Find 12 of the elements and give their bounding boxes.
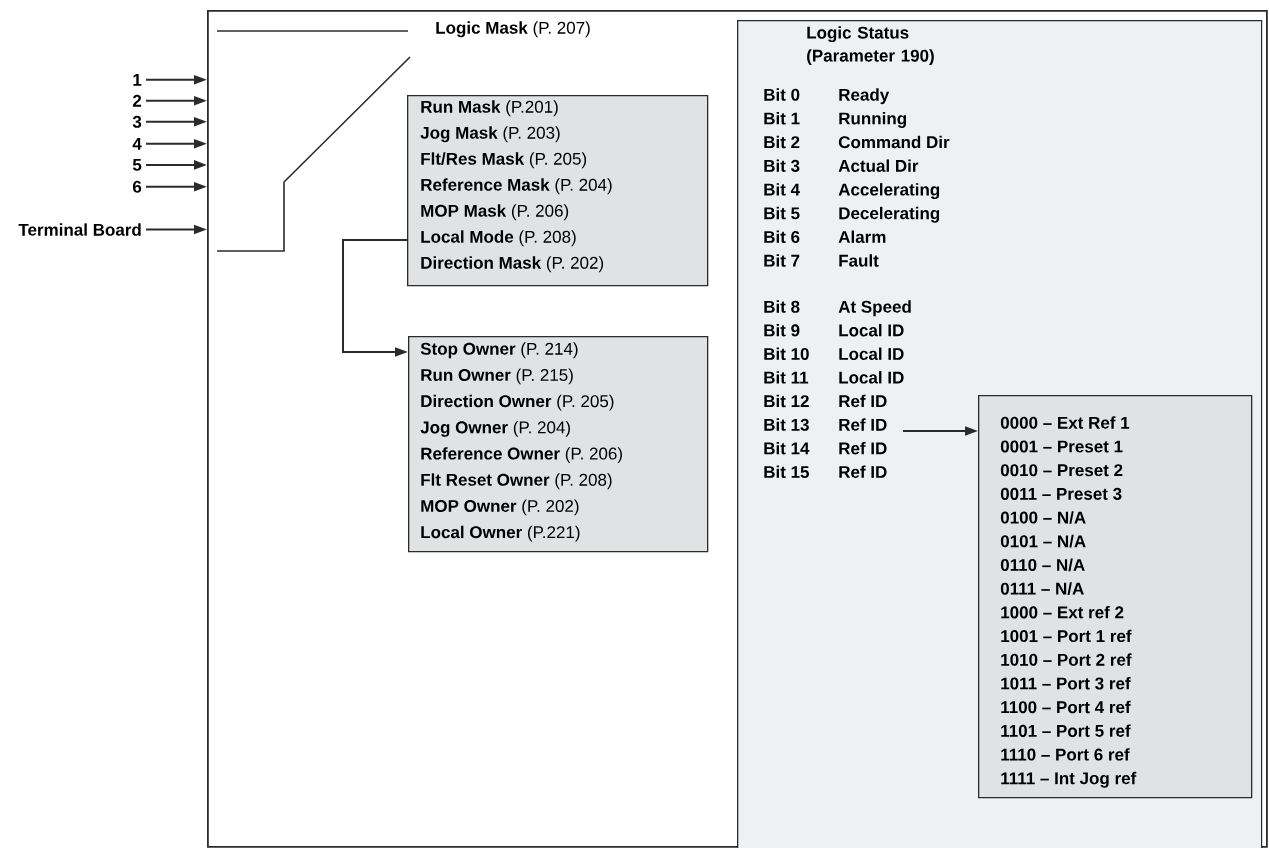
arrow (342, 239, 408, 357)
parameter-label: Logic Mask (P. 207) (436, 21, 590, 38)
code-list-box: 0000 – Ext Ref 1 0001 – Preset 1 0010 – Preset 2 0011 – Preset 3 0100 – N/A 0101 – N/A 0110 – N/A 0111 – N/A 1000 – Ext ref 2 1001 – Port 1 ref 1010 – Port 2 ref 1011 – Port 3 ref 1100 – Port 4 ref 1101 – Port 5 ref 1110 – Port 6 ref 1111 – Int Jog ref (978, 395, 1253, 799)
input-label: 6 (133, 180, 142, 193)
parameter-list-box: Run Mask (P.201) Jog Mask (P. 203) Flt/Res Mask (P. 205) Reference Mask (P. 204) MOP Mask (P. 206) Local Mode (P. 208) Direction Mask (P. 202) (407, 95, 709, 287)
input-label: Terminal Board (18, 223, 141, 236)
input-label: 3 (132, 115, 142, 128)
input-label: 1 (133, 73, 142, 86)
input-label: 2 (132, 94, 142, 107)
input-label: 5 (132, 158, 142, 171)
input-label: 4 (132, 137, 142, 150)
parameter-list-box: Stop Owner (P. 214) Run Owner (P. 215) Direction Owner (P. 205) Jog Owner (P. 204) Reference Owner (P. 206) Flt Reset Owner (P. 208) MOP Owner (P. 202) Local Owner (P.221) (408, 336, 709, 553)
